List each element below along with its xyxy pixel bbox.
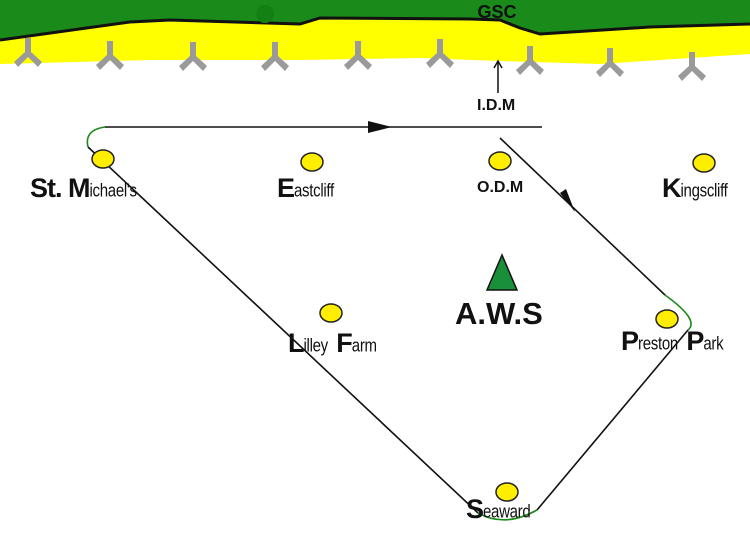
turnpoint-prestonpark-label: Preston Park bbox=[621, 326, 724, 356]
coastline bbox=[0, 16, 750, 42]
turn-arc-seaward bbox=[477, 509, 538, 521]
direction-arrow-southeast bbox=[560, 189, 575, 212]
tree-icon bbox=[256, 5, 274, 23]
idm-arrow bbox=[493, 59, 503, 93]
turnpoint-eastcliff-label: Eastcliff bbox=[277, 175, 334, 202]
turnpoint-kingscliff-label: Kingscliff bbox=[662, 175, 728, 202]
turnpoint-seaward-label: Seaward bbox=[466, 494, 531, 524]
label-prefix: St. bbox=[30, 173, 69, 203]
label-initial: P bbox=[621, 326, 639, 356]
odm-label: O.D.M bbox=[477, 179, 524, 196]
gsc-title: GSC bbox=[477, 2, 516, 22]
label-initial: P bbox=[686, 326, 704, 356]
label-rest: illey bbox=[303, 335, 329, 357]
grass-band bbox=[0, 0, 750, 40]
turnpoint-stmichaels-label: St. Michael's bbox=[30, 175, 137, 202]
label-initial: E bbox=[277, 173, 295, 203]
turnpoint-kingscliff-marker bbox=[692, 153, 716, 173]
aws-triangle-icon bbox=[485, 253, 519, 291]
turnpoint-seaward-marker bbox=[495, 482, 519, 502]
aws-label: A.W.S bbox=[455, 296, 543, 331]
direction-arrow-east bbox=[368, 121, 392, 133]
turnpoint-preston-marker bbox=[655, 309, 679, 329]
turnpoints bbox=[91, 149, 716, 502]
route bbox=[87, 126, 689, 514]
label-rest: ingscliff bbox=[680, 180, 728, 202]
label-initial: S bbox=[466, 494, 484, 524]
label-rest: eaward bbox=[483, 501, 531, 523]
route-leg-seaward-stmichaels bbox=[87, 146, 479, 514]
turnpoint-eastcliff-marker bbox=[300, 152, 324, 172]
idm-label: I.D.M bbox=[477, 97, 516, 114]
turn-arc-stmichaels bbox=[86, 126, 106, 148]
label-initial: F bbox=[336, 328, 352, 358]
turnpoint-lilleyfarm-marker bbox=[319, 303, 343, 323]
beach-band bbox=[0, 18, 750, 64]
label-initial: K bbox=[662, 173, 681, 203]
groynes bbox=[14, 38, 706, 81]
turn-arcs bbox=[86, 126, 692, 521]
turnpoint-odm-marker bbox=[488, 151, 512, 171]
label-rest: ark bbox=[703, 333, 724, 355]
label-rest: ichael's bbox=[89, 180, 137, 202]
label-rest: astcliff bbox=[294, 180, 334, 202]
label-initial: M bbox=[68, 173, 90, 203]
label-rest: reston bbox=[638, 333, 678, 355]
turnpoint-stmichaels-marker bbox=[91, 149, 115, 169]
label-initial: L bbox=[288, 328, 304, 358]
route-leg-odm-preston bbox=[499, 137, 666, 296]
turnpoint-lilleyfarm-label: Lilley Farm bbox=[288, 330, 377, 357]
turn-arc-preston bbox=[664, 294, 692, 331]
route-leg-preston-seaward bbox=[536, 329, 689, 511]
label-rest: arm bbox=[351, 335, 377, 357]
